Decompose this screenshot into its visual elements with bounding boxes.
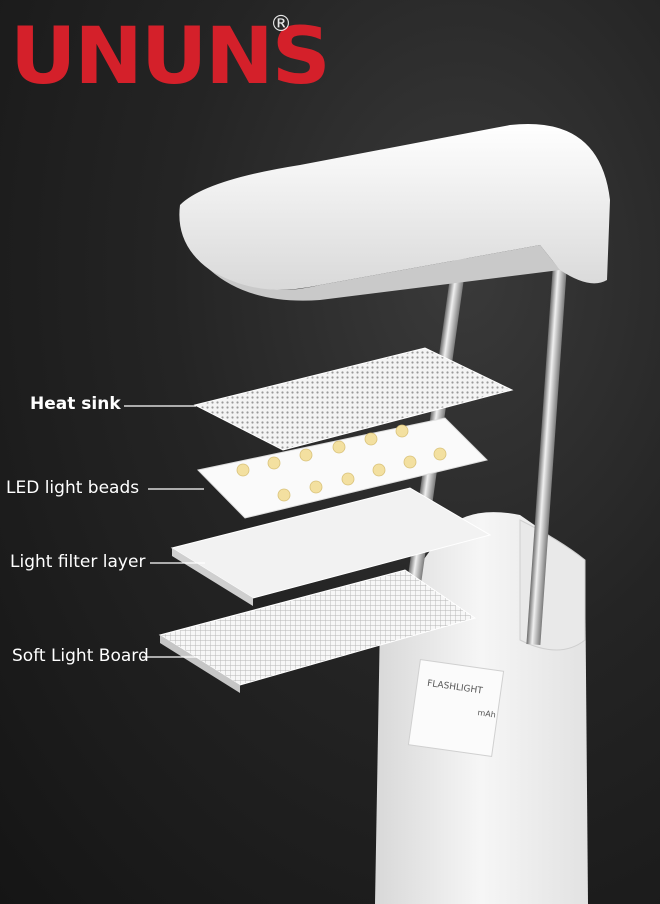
lamp-head-underside [210, 245, 560, 301]
brand-logo: UNUNS [10, 12, 331, 102]
right-rod [526, 254, 568, 646]
device-sticker [407, 659, 505, 757]
label-heat-sink: Heat sink [30, 394, 121, 414]
led-beads-layer [197, 417, 488, 519]
registered-mark: ® [270, 12, 292, 37]
label-filter-layer: Light filter layer [10, 552, 146, 572]
light-filter-layer [170, 487, 492, 599]
label-soft-board: Soft Light Board [12, 646, 149, 666]
soft-light-board-edge [160, 635, 240, 693]
led-beads [236, 424, 447, 502]
lamp-head [179, 123, 610, 291]
sticker-capacity: mAh [477, 708, 496, 719]
soft-light-board [158, 569, 477, 686]
label-led-beads: LED light beads [6, 478, 140, 498]
heat-sink-layer [193, 347, 514, 451]
